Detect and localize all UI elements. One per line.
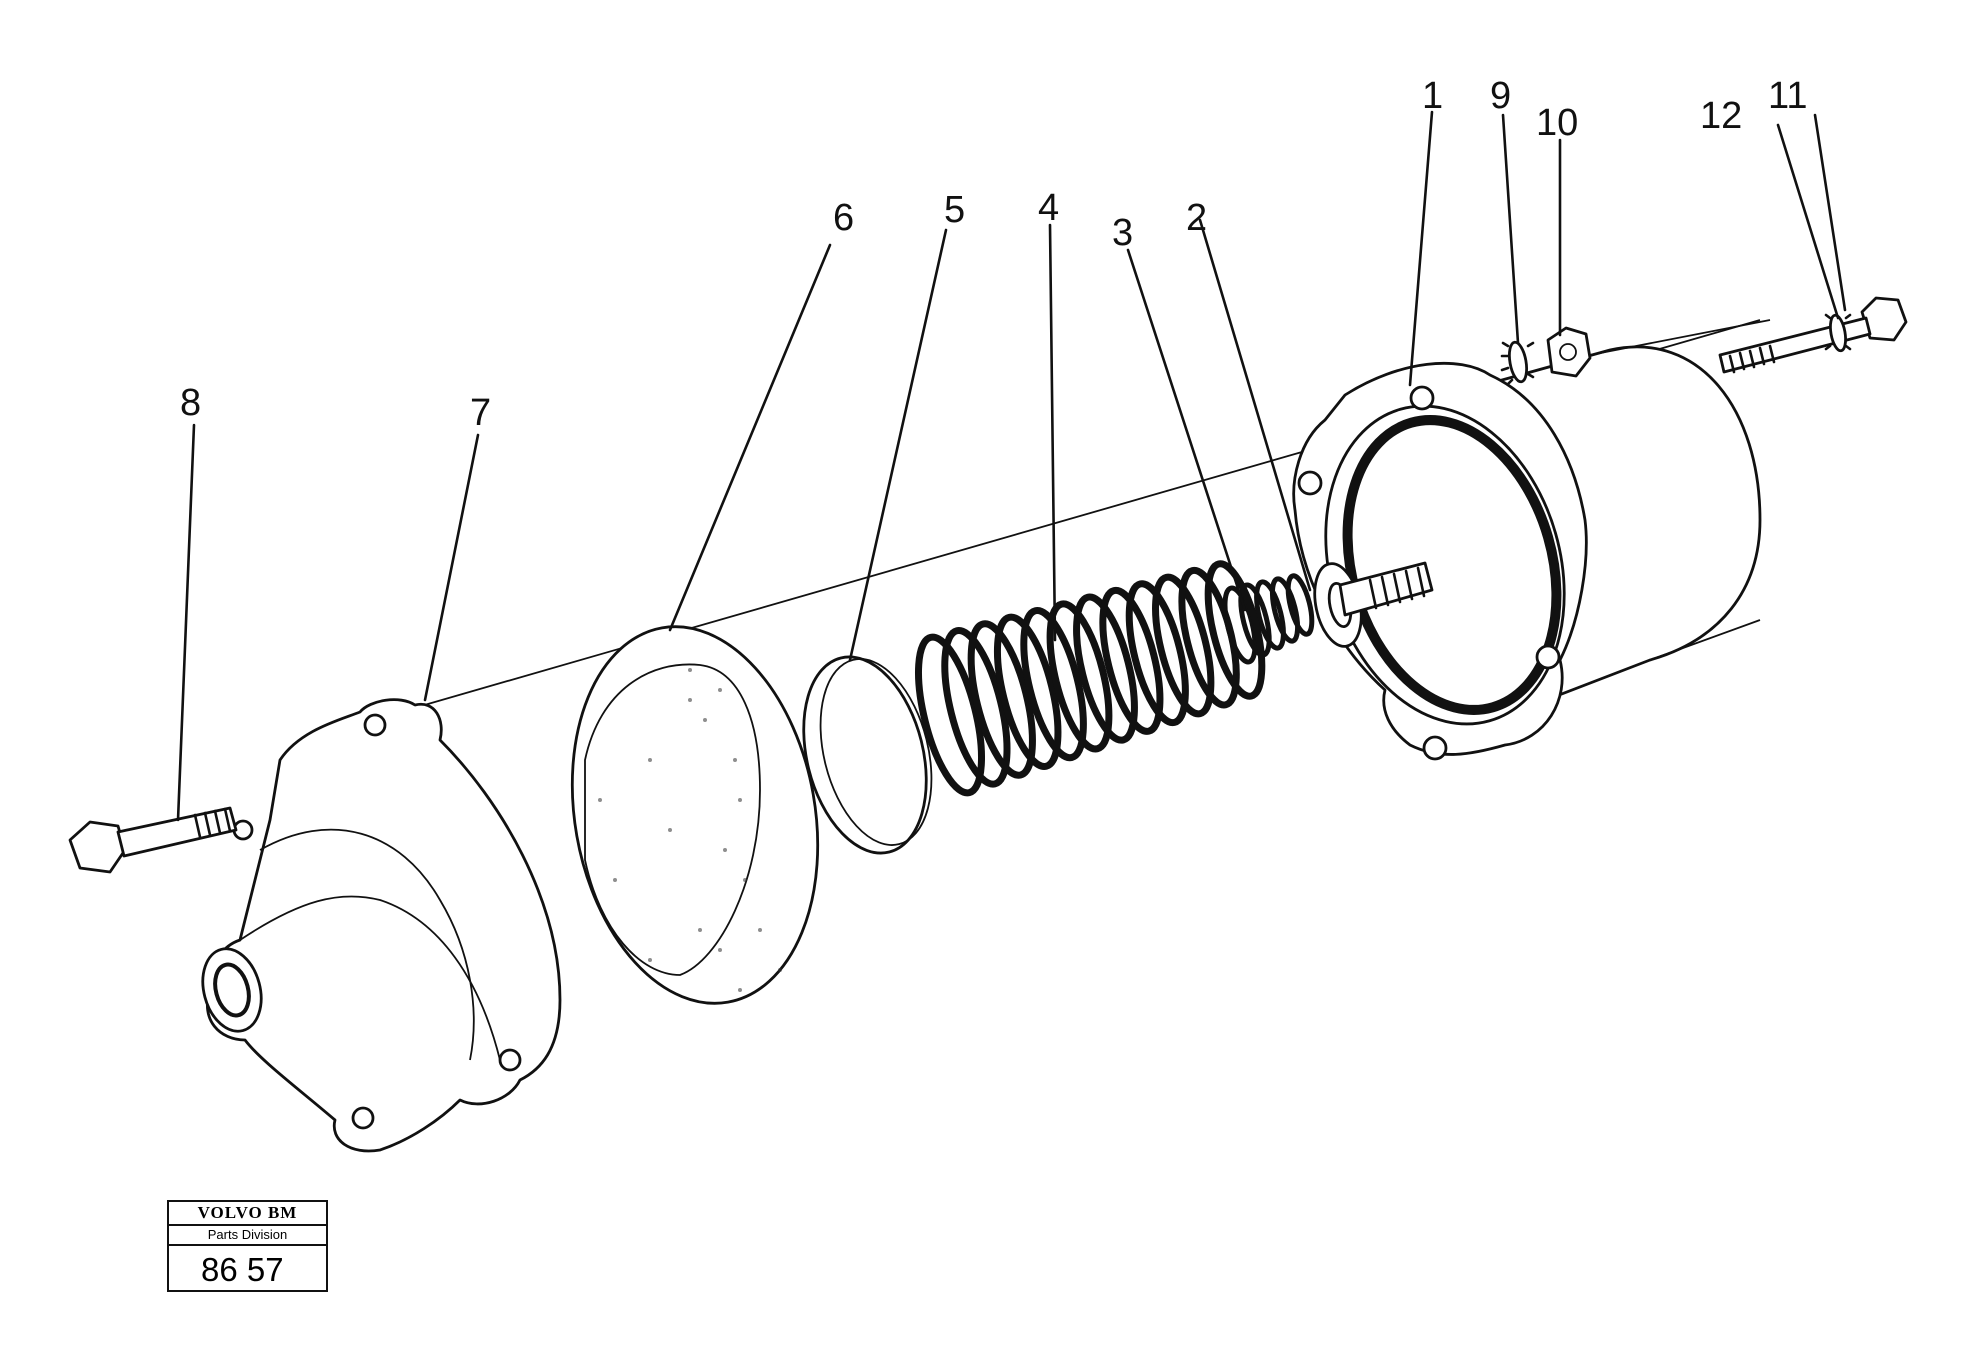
part-4-main-spring (915, 560, 1266, 797)
stamp-brand: VOLVO BM (169, 1202, 326, 1226)
spring-coil (941, 626, 1011, 788)
spring-coil (1152, 573, 1215, 718)
part-7-end-cover (201, 698, 562, 1153)
spring-coil (1046, 600, 1113, 753)
spring-coil (1073, 593, 1138, 744)
spring-coil (1269, 576, 1301, 644)
spring-coil (1178, 566, 1240, 709)
part-9-lock-washer (1500, 340, 1535, 386)
spring-coil (1204, 560, 1266, 700)
callout-7: 7 (470, 392, 491, 434)
leader-lines (176, 110, 1847, 822)
callout-11: 11 (1768, 75, 1807, 117)
part-6-diaphragm (570, 625, 820, 1005)
spring-coil (1285, 573, 1315, 637)
part-3-inner-spring (1222, 573, 1315, 665)
parts-division-stamp: VOLVO BM Parts Division 86 57 (167, 1200, 328, 1292)
part-1-cylinder-housing (1292, 319, 1771, 761)
callout-5: 5 (944, 189, 965, 231)
callout-6: 6 (833, 197, 854, 239)
spring-coil (1020, 607, 1087, 762)
callout-9: 9 (1490, 75, 1511, 117)
threaded-stud (1338, 561, 1434, 617)
stamp-number: 86 57 (201, 1251, 284, 1288)
callout-4: 4 (1038, 187, 1059, 229)
part-5-spring-plate (802, 655, 933, 855)
stamp-division: Parts Division (169, 1226, 326, 1246)
callout-labels: 1 2 3 4 5 6 7 8 9 10 11 12 (180, 75, 1807, 434)
callout-2: 2 (1186, 197, 1207, 239)
spring-coil (1099, 586, 1164, 735)
callout-8: 8 (180, 382, 201, 424)
part-8-bolt (68, 806, 238, 874)
part-11-bolt (1718, 296, 1908, 374)
callout-3: 3 (1112, 212, 1133, 254)
part-12-lock-washer (1824, 313, 1852, 353)
spring-coil (993, 613, 1062, 770)
spring-coil (1125, 580, 1189, 727)
callout-10: 10 (1536, 102, 1578, 144)
callout-1: 1 (1422, 75, 1443, 117)
spring-coil (967, 620, 1036, 779)
spring-coil (915, 633, 985, 797)
callout-12: 12 (1700, 95, 1742, 137)
spring-coil (1254, 579, 1286, 651)
part-10-nut (1546, 326, 1592, 378)
